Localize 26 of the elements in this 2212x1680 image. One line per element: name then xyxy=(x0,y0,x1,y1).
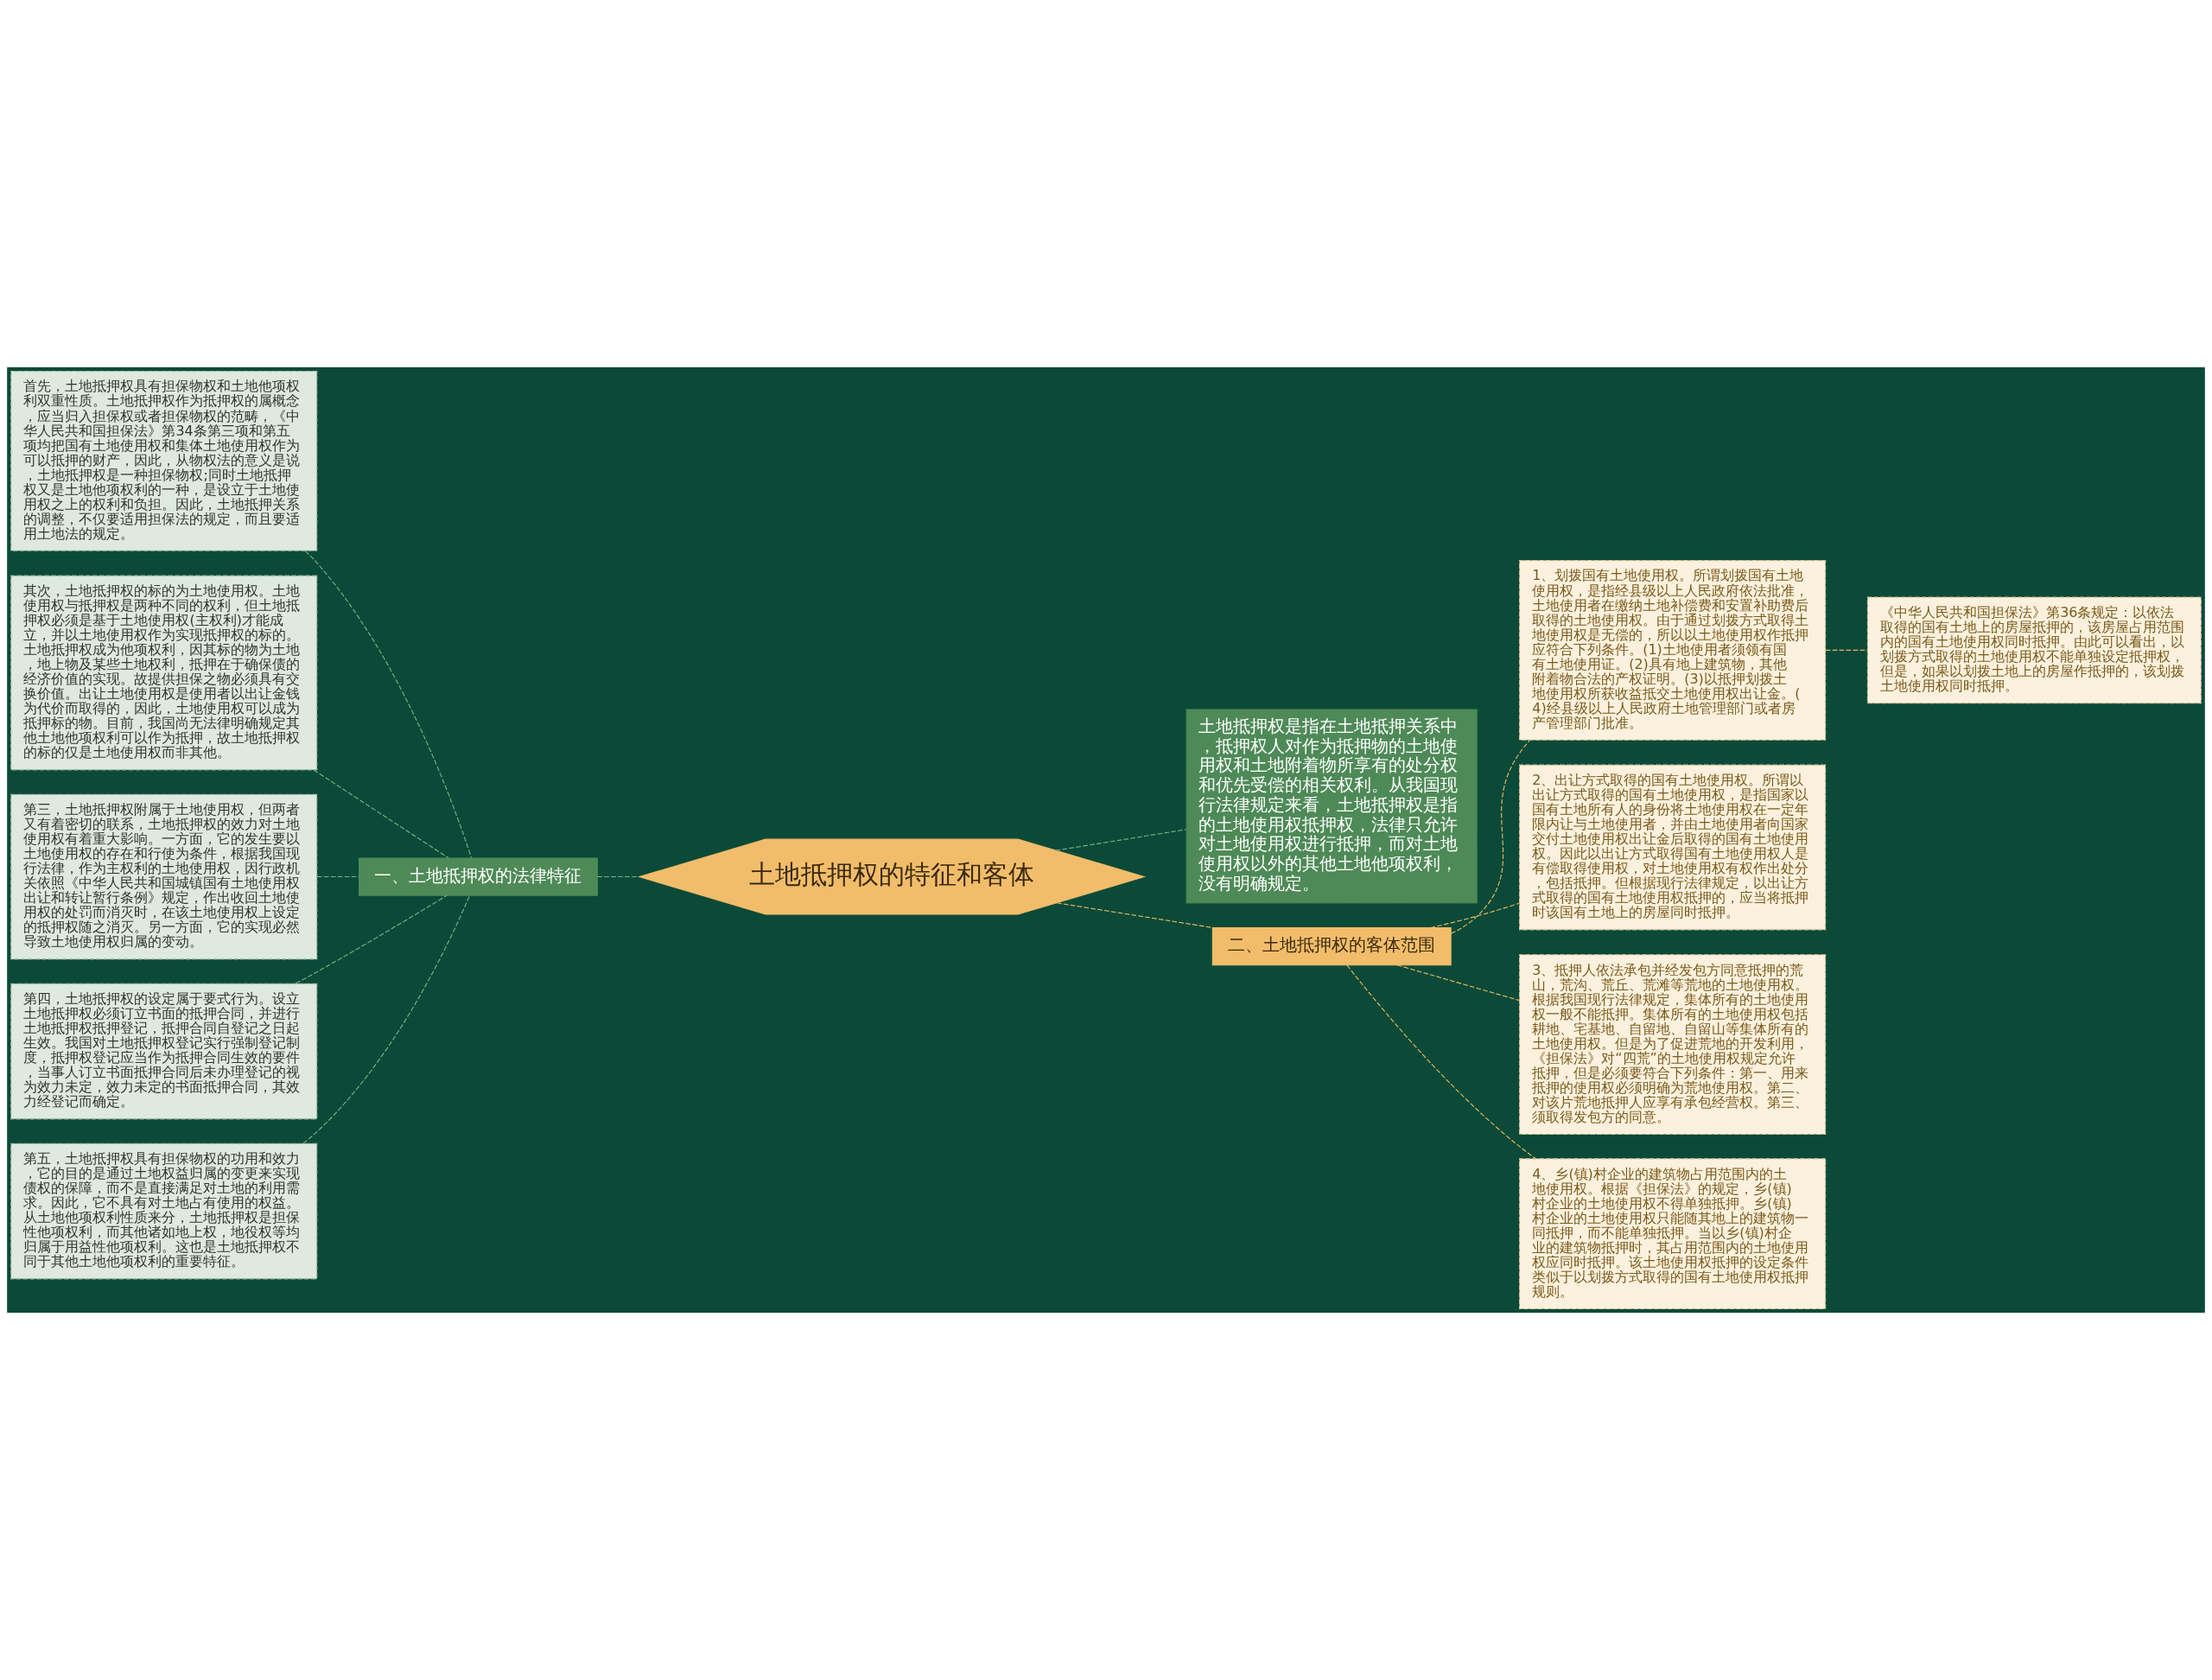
node-box: 首先，土地抵押权具有担保物权和土地他项权利双重性质。土地抵押权作为抵押权的属概念，应当归入担保权或者担保物权的范畴，《中华人民共和国担保法》第34条第三项和第五项均把国有土地使用权和集体土地使用权作为可以抵押的财产，因此，从物权法的意义是说，土地抵押权是一种担保物权;同时土地抵押权又是土地他项权利的一种，是设立于土地使用权之上的权利和负担。因此，土地抵押关系的调整，不仅要适用担保法的规定，而且要适用土地法的规定。 xyxy=(10,370,318,551)
connector xyxy=(1825,649,1868,651)
node-box: 1、划拨国有土地使用权。所谓划拨国有土地使用权，是指经县级以上人民政府依法批准，土地使用者在缴纳土地补偿费和安置补助费后取得的土地使用权。由于通过划拨方式取得土地使用权是无偿的，所以以土地使用权作抵押应符合下列条件。(1)土地使用者须领有国有土地使用证。(2)具有地上建筑物，其他附着物合法的产权证明。(3)以抵押划拨土地使用权所获收益抵交土地使用权出让金。(4)经县级以上人民政府土地管理部门或者房产管理部门批准。 xyxy=(1519,560,1827,741)
connector xyxy=(1450,740,1530,934)
connector xyxy=(302,894,471,1144)
node-box: 第四，土地抵押权的设定属于要式行为。设立土地抵押权必须订立书面的抵押合同，并进行土地抵押权抵押登记，抵押合同自登记之日起生效。我国对土地抵押权登记实行强制登记制度，抵押权登记应当作为抵押合同生效的要件，当事人订立书面抵押合同后未办理登记的视为效力未定，效力未定的书面抵押合同，其效力经登记而确定。 xyxy=(10,983,318,1120)
connector xyxy=(1056,902,1214,929)
connector xyxy=(295,894,448,984)
node-box: 一、土地抵押权的法律特征 xyxy=(359,857,598,896)
connector xyxy=(316,876,360,878)
node-box: 2、出让方式取得的国有土地使用权。所谓以出让方式取得的国有土地使用权，是指国家以国有土地所有人的身份将土地使用权在一定年限内让与土地使用者，并由土地使用者向国家交付土地使用权出让金后取得的国有土地使用权。因此以出让方式取得国有土地使用权人是有偿取得使用权，对土地使用权有权作出处分，包括抵押。但根据现行法律规定，以出让方式取得的国有土地使用权抵押的，应当将抵押时该国有土地上的房屋同时抵押。 xyxy=(1519,764,1827,931)
connector xyxy=(304,550,473,859)
connector xyxy=(1396,964,1520,1002)
connector xyxy=(1429,902,1521,929)
node-box: 第五，土地抵押权具有担保物权的功用和效力，它的目的是通过土地权益归属的变更来实现债权的保障，而不是直接满足对土地的利用需求。因此，它不具有对土地占有使用的权益。从土地他项权利性质来分，土地抵押权是担保性他项权利，而其他诸如地上权，地役权等均归属于用益性他项权利。这也是土地抵押权不同于其他土地他项权利的重要特征。 xyxy=(10,1142,318,1280)
node-box: 土地抵押权是指在土地抵押关系中，抵押权人对作为抵押物的土地使用权和土地附着物所享有的处分权和优先受偿的相关权利。从我国现行法律规定来看，土地抵押权是指的土地使用权抵押权，法律只允许对土地使用权进行抵押，而对土地使用权以外的其他土地他项权利，没有明确规定。 xyxy=(1185,708,1478,904)
connector xyxy=(313,769,449,859)
node-box: 3、抵押人依法承包并经发包方同意抵押的荒山，荒沟、荒丘、荒滩等荒地的土地使用权。根据我国现行法律规定，集体所有的土地使用权一般不能抵押。集体所有的土地使用权包括耕地、宅基地、自留地、自留山等集体所有的土地使用权。但是为了促进荒地的开发利用，《担保法》对“四荒”的土地使用权规定允许抵押，但是必须要符合下列条件：第一、用来抵押的使用权必须明确为荒地使用权。第二、对该片荒地抵押人应享有承包经营权。第三、须取得发包方的同意。 xyxy=(1519,954,1827,1136)
node-box: 4、乡(镇)村企业的建筑物占用范围内的土地使用权。根据《担保法》的规定，乡(镇)村企业的土地使用权不得单独抵押。乡(镇)村企业的土地使用权只能随其地上的建筑物一同抵押，而不能单独抵押。当以乡(镇)村企业的建筑物抵押时，其占用范围内的土地使用权应同时抵押。该土地使用权抵押的设定条件类似于以划拨方式取得的国有土地使用权抵押规则。 xyxy=(1519,1158,1827,1310)
node-box: 《中华人民共和国担保法》第36条规定：以依法取得的国有土地上的房屋抵押的，该房屋占用范围内的国有土地使用权同时抵押。由此可以看出，以划拨方式取得的土地使用权不能单独设定抵押权，但是，如果以划拨土地上的房屋作抵押的，该划拨土地使用权同时抵押。 xyxy=(1866,596,2202,704)
node-box: 其次，土地抵押权的标的为土地使用权。土地使用权与抵押权是两种不同的权利，但土地抵押权必须是基于土地使用权(主权利)才能成立，并以土地使用权作为实现抵押权的标的。土地抵押权成为他项权利，因其标的物为土地，地上物及某些土地权利，抵押在于确保债的经济价值的实现。故提供担保之物必须具有交换价值。出让土地使用权是使用者以出让金钱为代价而取得的，因此，土地使用权可以成为抵押标的物。目前，我国尚无法律明确规定其他土地他项权利可以作为抵押，故土地抵押权的标的仅是土地使用权而非其他。 xyxy=(10,575,318,771)
node-box: 二、土地抵押权的客体范围 xyxy=(1211,927,1452,966)
connector xyxy=(1346,964,1537,1160)
connector xyxy=(596,876,640,878)
connector xyxy=(1055,829,1187,851)
node-box: 第三，土地抵押权附属于土地使用权，但两者又有着密切的联系，土地抵押权的效力对土地使用权有着重大影响。一方面，它的发生要以土地使用权的存在和行使为条件，根据我国现行法律，作为主权利的土地使用权，因行政机关依照《中华人民共和国城镇国有土地使用权出让和转让暂行条例》规定，作出收回土地使用权的处罚而消灭时，在该土地使用权上设定的抵押权随之消灭。另一方面，它的实现必然导致土地使用权归属的变动。 xyxy=(10,793,318,960)
